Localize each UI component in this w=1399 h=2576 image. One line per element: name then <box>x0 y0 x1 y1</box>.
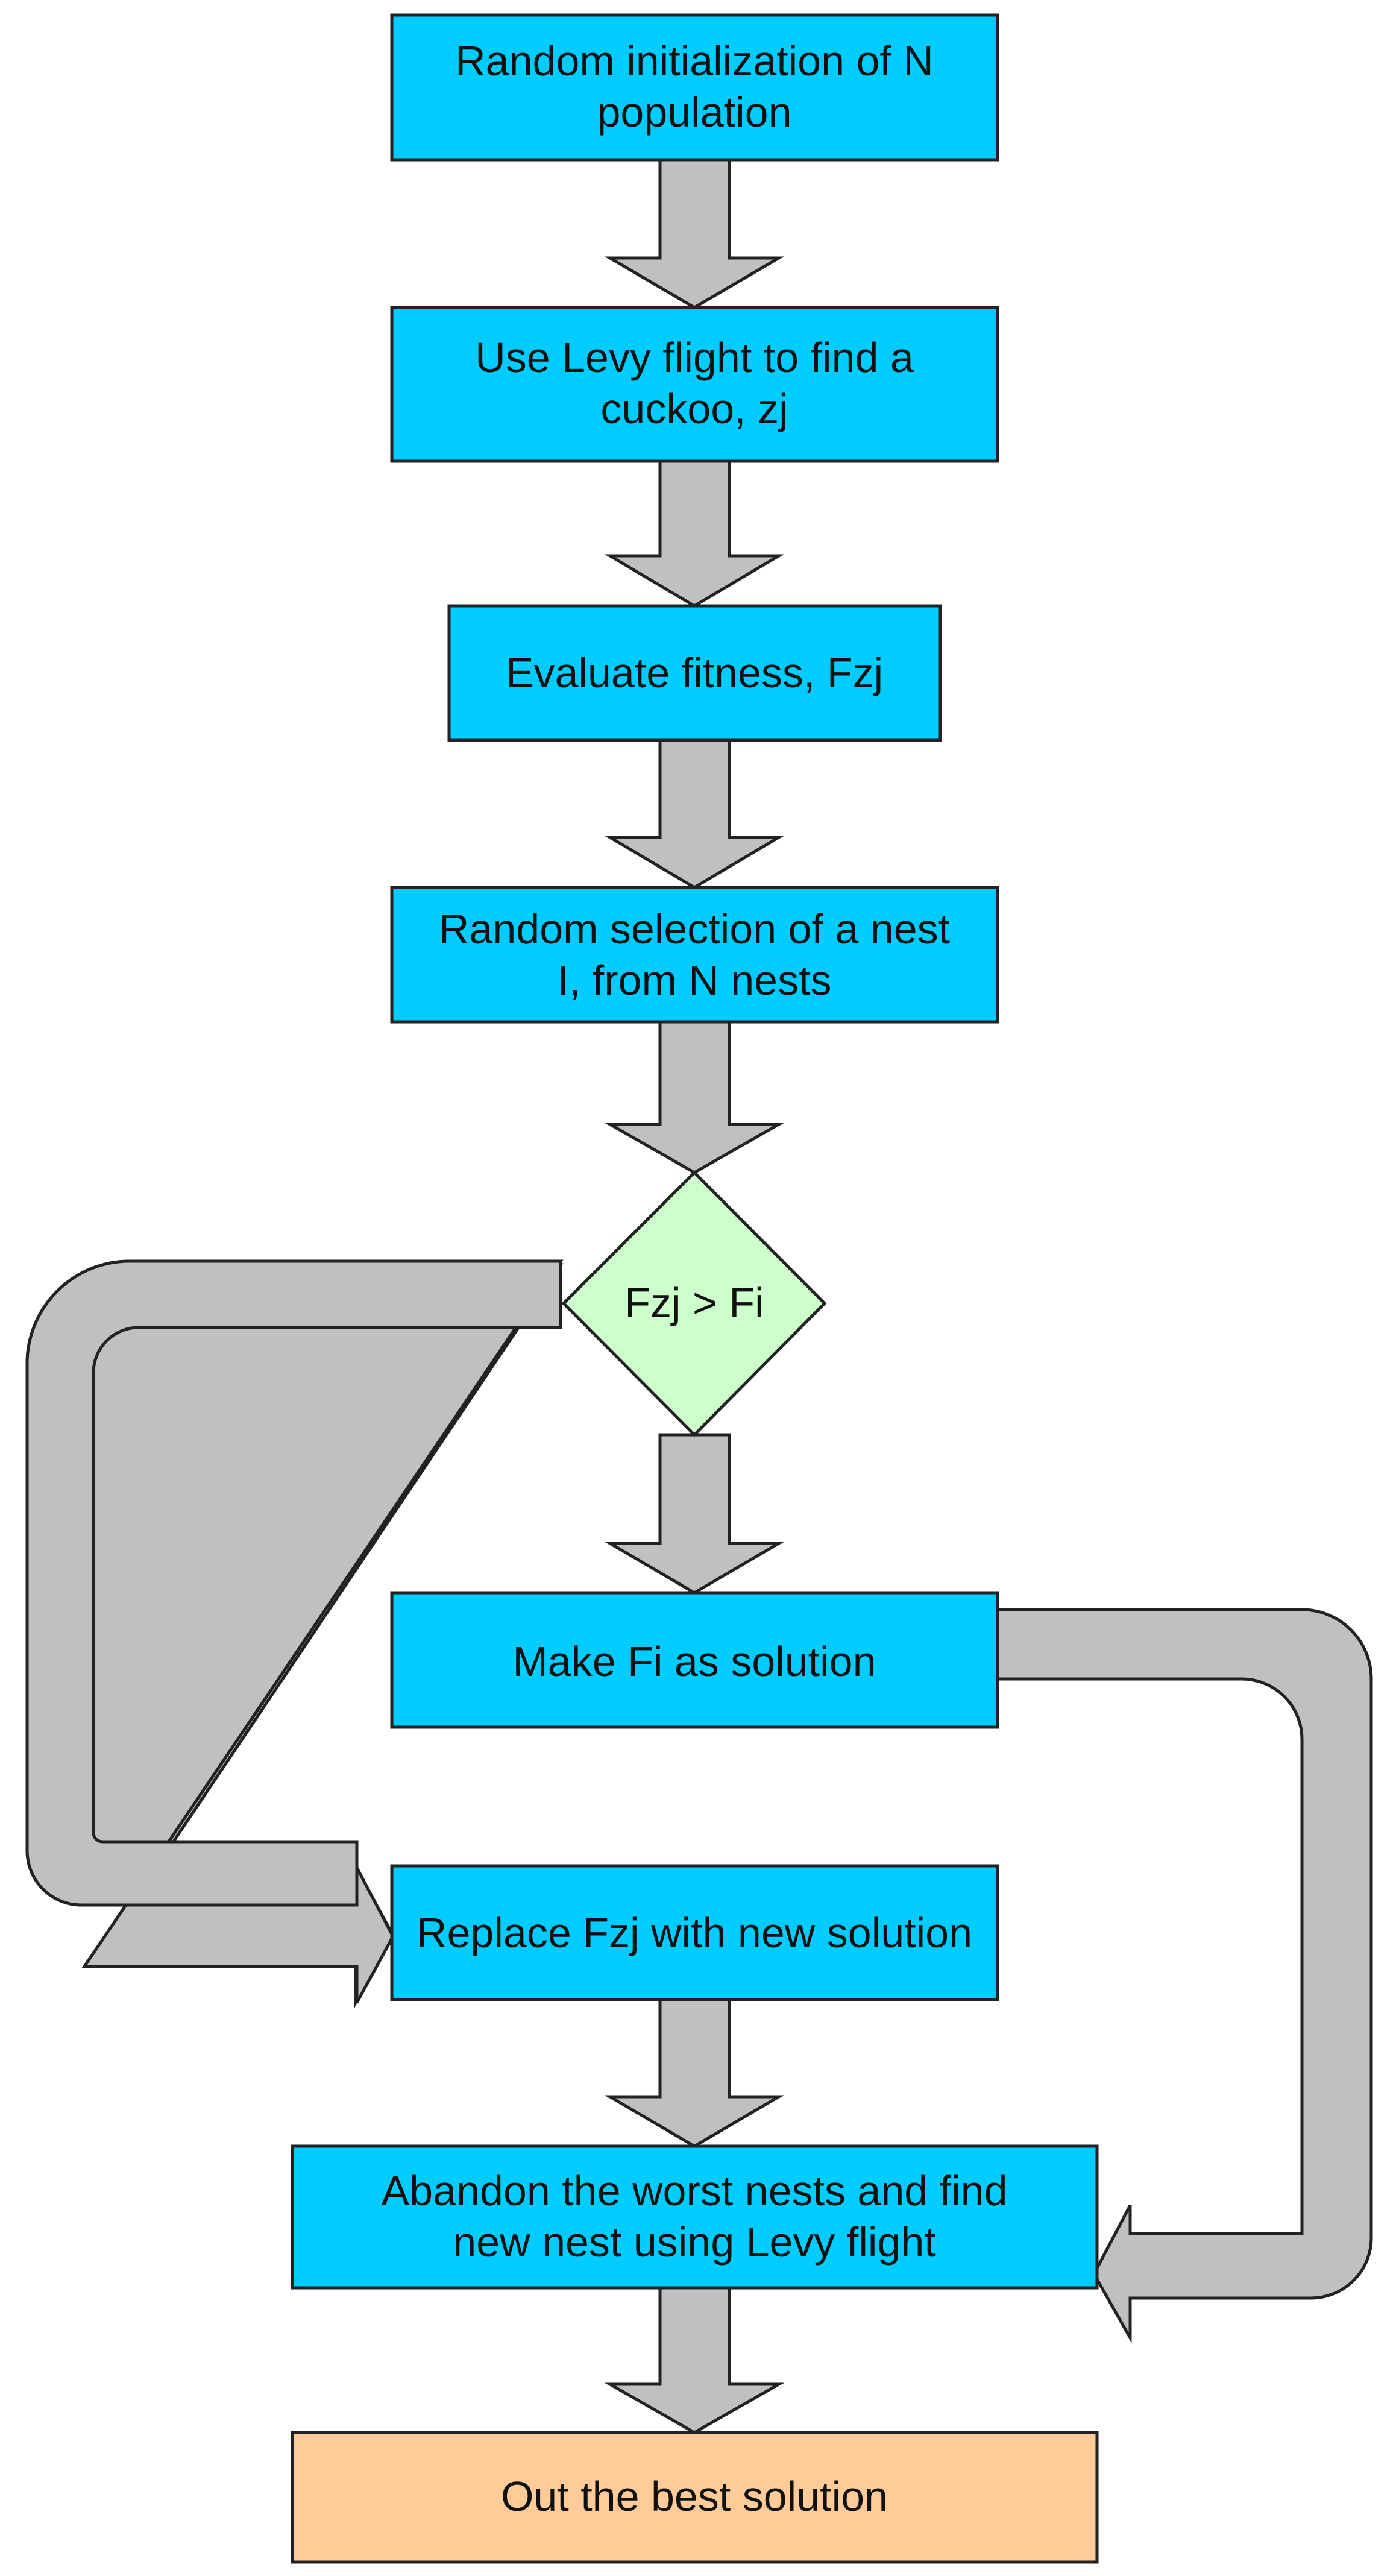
arrow-decision-to-make <box>604 1433 785 1595</box>
node-init-line1: Random initialization of N <box>455 37 934 84</box>
node-replace-line1: Replace Fzj with new solution <box>417 1909 972 1956</box>
node-levy-line1: Use Levy flight to find a <box>475 334 914 381</box>
node-decision: Fzj > Fi <box>561 1170 827 1437</box>
arrow-abandon-to-output <box>604 2286 785 2434</box>
node-init-line2: population <box>597 89 791 136</box>
node-select-line1: Random selection of a nest <box>439 905 950 953</box>
node-levy-line2: cuckoo, zj <box>600 385 788 432</box>
node-decision-line1: Fzj > Fi <box>624 1279 764 1326</box>
node-make: Make Fi as solution <box>390 1591 999 1729</box>
node-abandon: Abandon the worst nests and find new nes… <box>291 2144 1099 2290</box>
node-evaluate: Evaluate fitness, Fzj <box>447 604 942 742</box>
node-init: Random initialization of N population <box>390 13 999 162</box>
arrow-init-to-levy <box>604 158 785 309</box>
node-evaluate-line1: Evaluate fitness, Fzj <box>506 649 883 696</box>
arrow-evaluate-to-select <box>604 738 785 889</box>
arrow-levy-to-evaluate <box>604 459 785 608</box>
node-make-line1: Make Fi as solution <box>512 1638 876 1685</box>
arrow-make-to-abandon <box>993 1608 1373 2344</box>
arrow-replace-to-abandon <box>604 1998 785 2148</box>
node-select: Random selection of a nest I, from N nes… <box>390 886 999 1024</box>
node-output: Out the best solution <box>291 2431 1099 2564</box>
node-levy: Use Levy flight to find a cuckoo, zj <box>390 306 999 463</box>
node-abandon-line1: Abandon the worst nests and find <box>381 2167 1007 2214</box>
arrow-decision-to-replace-inner <box>25 1259 562 1907</box>
node-select-line2: I, from N nests <box>557 957 831 1004</box>
arrow-select-to-decision <box>604 1020 785 1174</box>
node-replace: Replace Fzj with new solution <box>390 1864 999 2001</box>
node-abandon-line2: new nest using Levy flight <box>453 2219 936 2266</box>
node-output-line1: Out the best solution <box>501 2473 888 2520</box>
